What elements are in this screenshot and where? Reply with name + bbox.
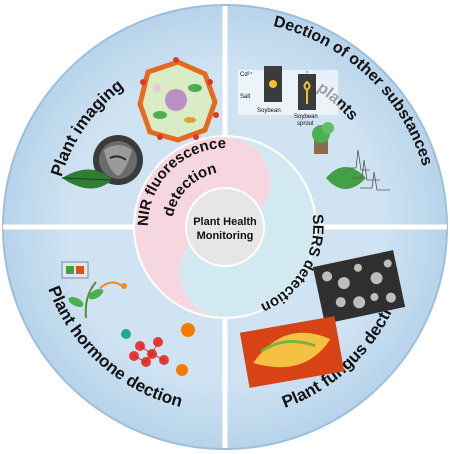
hormone-sensor-device xyxy=(61,261,89,279)
soybean-sprout-label-line1: Soybean xyxy=(294,114,318,120)
soybean-sprout-label-line2: sprout xyxy=(297,121,314,127)
center-label-line2: Monitoring xyxy=(197,230,254,242)
cd-label: Cd²⁺ xyxy=(240,71,253,78)
center-label-line1: Plant Health xyxy=(193,216,257,228)
leaf-surface-micrograph xyxy=(93,135,143,185)
fungus-micrograph xyxy=(312,250,406,324)
leaf-sensor-spectra xyxy=(326,149,390,191)
center-circle xyxy=(185,187,265,267)
plant-sprout-illustration xyxy=(68,281,127,319)
nanoparticle-assembly xyxy=(121,323,195,376)
soybean-assay-inset: Cd²⁺ Salt Soybean Soybean sprout xyxy=(238,66,338,127)
salt-label: Salt xyxy=(240,94,251,100)
plant-cell-illustration xyxy=(137,57,219,143)
leaf-illustration xyxy=(61,169,113,189)
infected-leaf-photo xyxy=(239,316,345,388)
soybean-label: Soybean xyxy=(257,108,281,114)
potted-plant-illustration xyxy=(312,122,334,154)
